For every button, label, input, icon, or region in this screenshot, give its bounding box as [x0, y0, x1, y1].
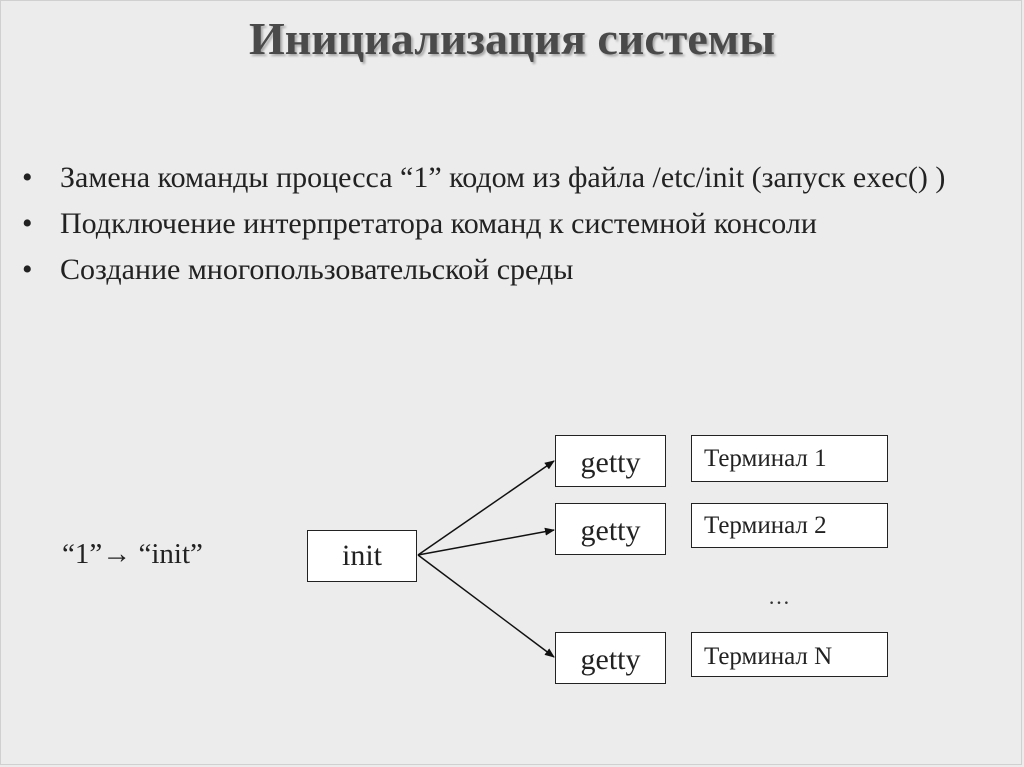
getty-box-1: getty	[555, 435, 666, 487]
terminal-box-2: Терминал 2	[691, 503, 888, 548]
terminal-box-1: Терминал 1	[691, 435, 888, 482]
bullet-text: Создание многопользовательской среды	[60, 253, 574, 286]
terminal-ellipsis: …	[768, 584, 792, 609]
getty-box-3: getty	[555, 632, 666, 684]
bullet-dot: •	[22, 161, 33, 194]
init-box: init	[307, 530, 417, 582]
bullet-text: Замена команды процесса “1” кодом из фай…	[60, 161, 946, 194]
bullet-item: • Подключение интерпретатора команд к си…	[22, 206, 1012, 242]
bullet-item: • Создание многопользовательской среды	[22, 252, 1012, 288]
getty-box-2: getty	[555, 503, 666, 555]
bullet-text: Подключение интерпретатора команд к сист…	[60, 207, 817, 240]
mapping-from: “1”	[62, 538, 103, 570]
mapping-to: “init”	[138, 538, 203, 570]
terminal-box-n: Терминал N	[691, 632, 888, 677]
bullet-dot: •	[22, 207, 33, 240]
bullet-dot: •	[22, 253, 33, 286]
mapping-arrow-icon: →	[102, 538, 132, 570]
process-mapping: “1”→ “init”	[62, 538, 203, 571]
bullet-item: • Замена команды процесса “1” кодом из ф…	[22, 160, 1012, 196]
slide-title: Инициализация системы	[249, 13, 775, 64]
bullet-list: • Замена команды процесса “1” кодом из ф…	[22, 160, 1012, 298]
